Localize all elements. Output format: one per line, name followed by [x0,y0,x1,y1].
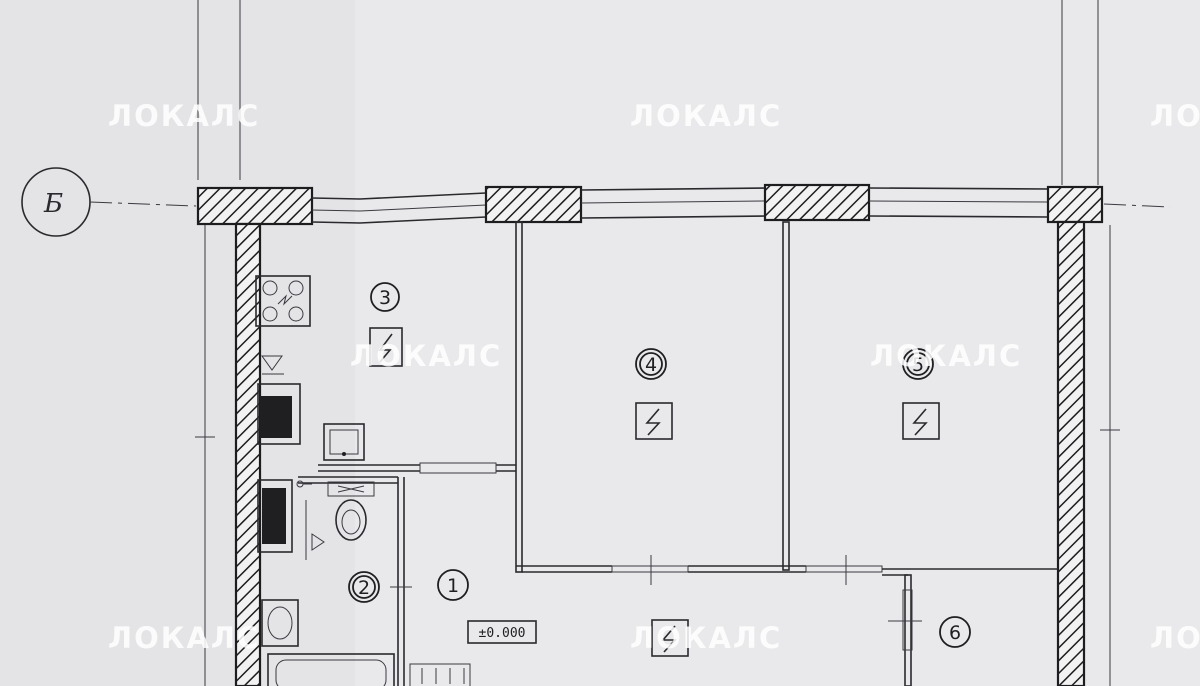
lightning-icon [635,402,673,440]
room-1-label: 1 [437,569,469,601]
window-1-line-b [311,204,487,212]
extension-lines [195,0,1120,686]
fridge [257,383,301,445]
room-number: 4 [645,354,657,376]
partition-kitchen [318,464,516,472]
wall-pier-3 [763,183,871,222]
bathroom-sink [261,599,299,647]
room-number: 1 [447,575,459,597]
room-3-label: 3 [370,282,400,312]
wall-pier-1 [196,186,314,226]
interior-partitions [298,221,1058,686]
door-room-6 [902,589,913,651]
boiler [257,479,293,553]
room-number: 6 [949,622,961,644]
wall-pier-2 [484,185,583,224]
vent-triangle-2 [311,533,325,551]
bathroom-fixtures [257,479,395,686]
toilet-bowl [335,499,367,541]
room-5-label: 5 [902,348,934,380]
watermark: ЛОКАЛС [630,621,782,655]
room-number: 5 [912,354,924,376]
entrance-cabinet [409,663,471,686]
kitchen-sink [323,423,365,461]
watermark: ЛОКАЛС [870,339,1022,373]
watermark: ЛОКАЛС [630,99,782,133]
vent-triangle-1 [261,355,283,371]
wall-pier-4 [1046,185,1104,224]
axis-label: Б [43,189,63,219]
door-room-4 [611,565,689,573]
watermark: ЛОКАЛС [1150,621,1200,655]
lightning-icon [369,327,403,367]
watermark: ЛОКАЛС [1150,99,1200,133]
watermark: ЛОКАЛС [108,621,260,655]
room-4-label: 4 [635,348,667,380]
level-mark-text: ±0.000 [479,626,526,641]
watermark: ЛОКАЛС [350,339,502,373]
watermarks: ЛОКАЛС ЛОКАЛС ЛОКАЛС ЛОКАЛС ЛОКАЛС ЛОКАЛ… [108,99,1200,655]
partition-6 [904,574,912,686]
room-number: 3 [379,287,391,309]
toilet-tank [327,481,375,497]
window-1-line-c [311,216,487,224]
lightning-icon [902,402,940,440]
exterior-wall-right [1056,220,1086,686]
bathtub [267,653,395,686]
room-2-label: 2 [348,571,380,603]
window-1-line-a [311,192,487,200]
axis-line [89,201,197,207]
lightning-icon [651,619,689,657]
partition-4-5 [782,221,790,571]
door-kitchen [419,462,497,474]
watermark: ЛОКАЛС [108,99,260,133]
partition-bath [397,477,405,686]
axis-line-right [1103,203,1171,208]
level-mark: ±0.000 [467,620,537,644]
partition-3-4 [515,221,523,573]
axis-marker: Б [21,167,1171,237]
room-6-label: 6 [939,616,971,648]
stove [255,275,311,327]
room-number: 2 [358,577,370,599]
kitchen-fixtures [255,275,365,461]
